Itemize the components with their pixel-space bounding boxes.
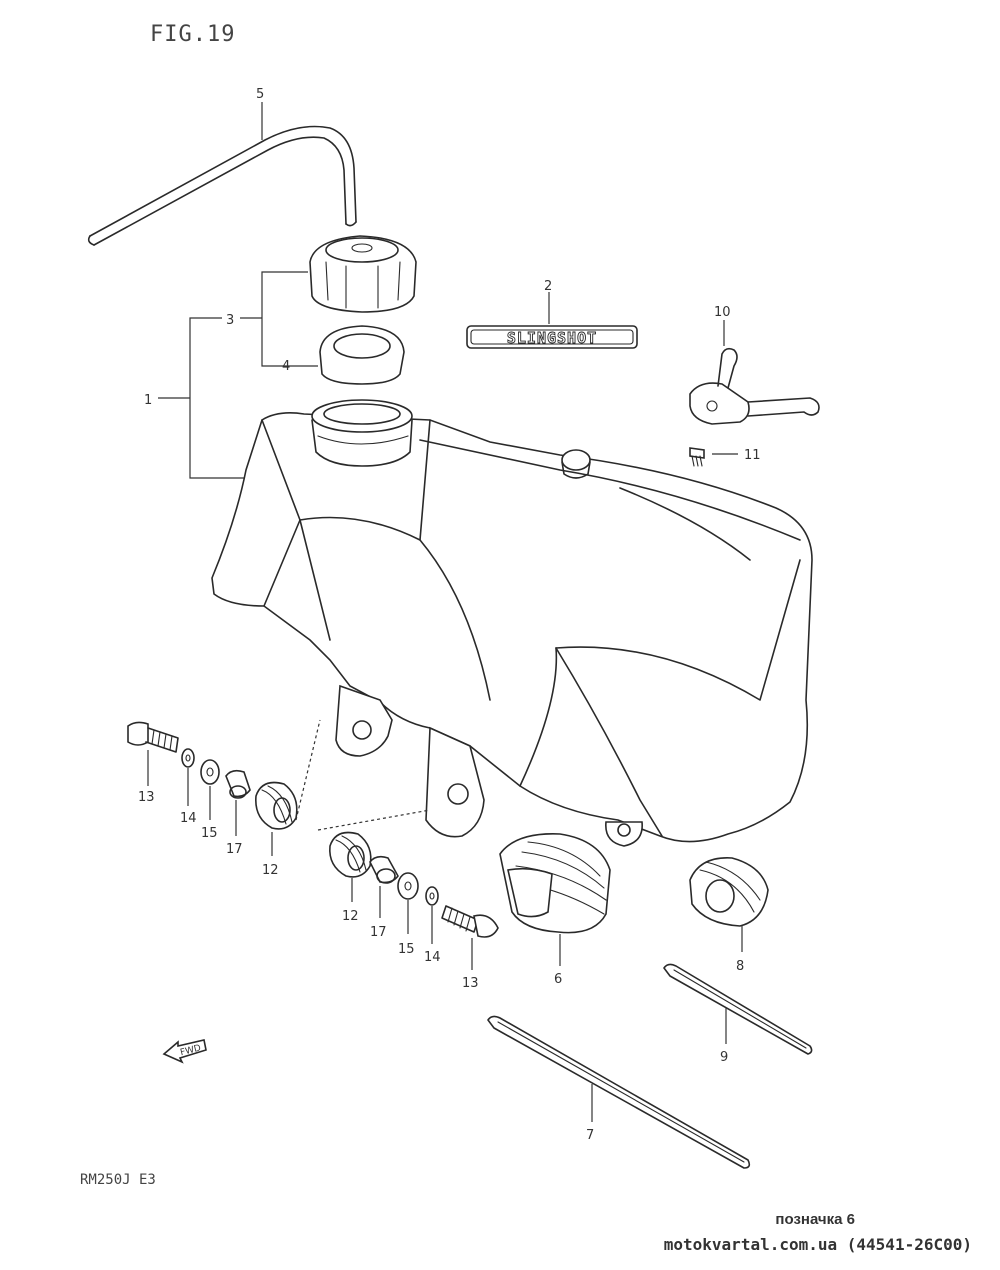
badge-text: SLINGSHOT bbox=[507, 329, 597, 347]
washer-15-right bbox=[397, 872, 419, 900]
part-number-15-left: 15 bbox=[201, 826, 218, 841]
cap-gasket bbox=[319, 325, 405, 385]
part-number-17-right: 17 bbox=[370, 925, 387, 940]
forward-arrow-icon: FWD bbox=[162, 1039, 207, 1064]
fuel-cock bbox=[689, 347, 820, 425]
part-number-1: 1 bbox=[144, 393, 152, 408]
washer-14-left bbox=[181, 748, 195, 768]
part-number-14-left: 14 bbox=[180, 811, 197, 826]
cushion-8 bbox=[689, 857, 769, 927]
breather-hose bbox=[87, 125, 357, 246]
part-number-12-right: 12 bbox=[342, 909, 359, 924]
part-number-4: 4 bbox=[282, 359, 290, 374]
part-number-14-right: 14 bbox=[424, 950, 441, 965]
part-number-12-left: 12 bbox=[262, 863, 279, 878]
part-number-3: 3 bbox=[226, 313, 234, 328]
part-number-7: 7 bbox=[586, 1128, 594, 1143]
part-number-8: 8 bbox=[736, 959, 744, 974]
slingshot-badge: SLINGSHOT bbox=[466, 325, 638, 349]
part-number-13-right: 13 bbox=[462, 976, 479, 991]
part-number-2: 2 bbox=[544, 279, 552, 294]
bolt-13-left bbox=[127, 721, 179, 753]
figure-title: FIG.19 bbox=[150, 22, 235, 47]
part-number-15-right: 15 bbox=[398, 942, 415, 957]
footer-note: позначка 6 bbox=[775, 1211, 855, 1228]
part-number-5: 5 bbox=[256, 87, 264, 102]
washer-15-left bbox=[200, 759, 220, 785]
strap-7 bbox=[487, 1015, 751, 1169]
footer-source: motokvartal.com.ua (44541-26C00) bbox=[663, 1235, 972, 1254]
screw-11 bbox=[689, 447, 705, 467]
fuel-tank bbox=[211, 399, 813, 847]
cushion-12-left bbox=[255, 781, 298, 830]
part-number-6: 6 bbox=[554, 972, 562, 987]
forward-label: FWD bbox=[179, 1043, 202, 1058]
part-number-10: 10 bbox=[714, 305, 731, 320]
collar-17-right bbox=[369, 855, 399, 884]
part-number-17-left: 17 bbox=[226, 842, 243, 857]
strap-9 bbox=[663, 963, 813, 1055]
part-number-11: 11 bbox=[744, 448, 761, 463]
washer-14-right bbox=[425, 886, 439, 906]
collar-17-left bbox=[225, 769, 251, 799]
part-number-9: 9 bbox=[720, 1050, 728, 1065]
part-number-13-left: 13 bbox=[138, 790, 155, 805]
cushion-12-right bbox=[329, 831, 372, 878]
fuel-cap bbox=[309, 235, 417, 313]
tank-cover-6 bbox=[499, 833, 611, 934]
bolt-13-right bbox=[441, 905, 499, 938]
model-code: RM250J E3 bbox=[80, 1172, 156, 1188]
